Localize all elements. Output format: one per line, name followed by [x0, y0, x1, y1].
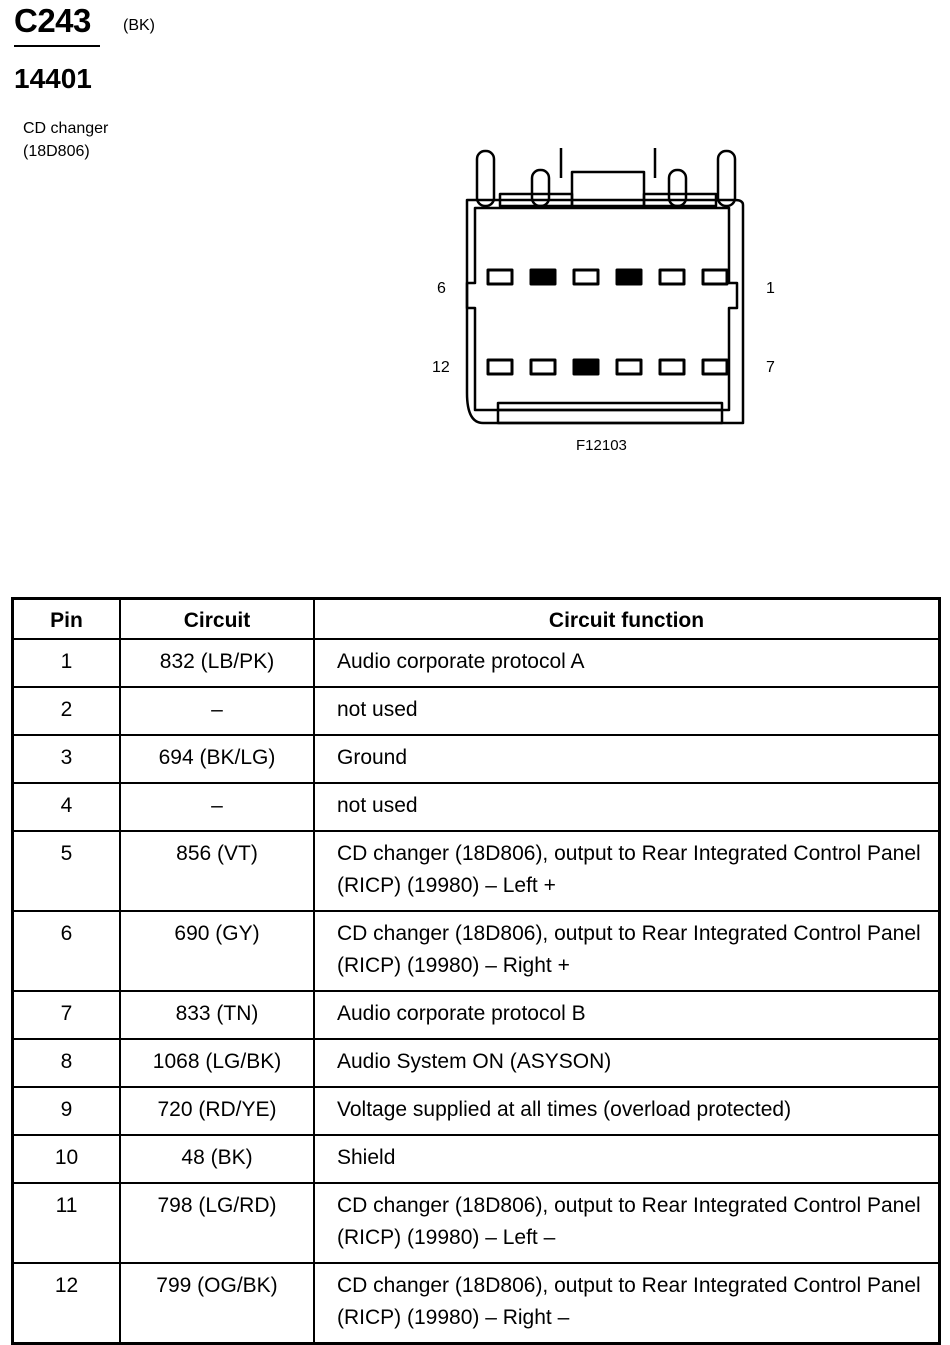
pin-cell: 3 [11, 734, 121, 784]
function-cell: not used [313, 686, 941, 736]
pin-label-1: 1 [766, 280, 775, 297]
pin-label-12: 12 [432, 359, 450, 376]
connector-bottom-rail [496, 401, 724, 425]
circuit-cell: 720 (RD/YE) [119, 1086, 315, 1136]
figure-id: F12103 [576, 437, 627, 454]
function-cell: Audio corporate protocol A [313, 638, 941, 688]
connector-face-diagram [465, 148, 745, 425]
function-cell: Ground [313, 734, 941, 784]
component-code: (18D806) [23, 143, 90, 160]
circuit-cell: 856 (VT) [119, 830, 315, 912]
pin-cell: 8 [11, 1038, 121, 1088]
table-row: 4–not used [11, 782, 941, 832]
pin-cavity-3 [615, 268, 643, 286]
connector-id: C243 [14, 2, 91, 39]
pin-cell: 1 [11, 638, 121, 688]
pin-label-7: 7 [766, 359, 775, 376]
circuit-cell: 799 (OG/BK) [119, 1262, 315, 1345]
connector-outline [465, 198, 745, 425]
function-cell: Audio corporate protocol B [313, 990, 941, 1040]
pin-cavity-5 [529, 268, 557, 286]
circuit-cell: 833 (TN) [119, 990, 315, 1040]
circuit-cell: 1068 (LG/BK) [119, 1038, 315, 1088]
circuit-cell: 690 (GY) [119, 910, 315, 992]
circuit-cell: – [119, 782, 315, 832]
pin-cavity-6 [486, 268, 514, 286]
function-cell: CD changer (18D806), output to Rear Inte… [313, 910, 941, 992]
pin-cell: 6 [11, 910, 121, 992]
function-cell: not used [313, 782, 941, 832]
function-cell: Voltage supplied at all times (overload … [313, 1086, 941, 1136]
pin-cell: 11 [11, 1182, 121, 1264]
pin-cell: 5 [11, 830, 121, 912]
pin-cavity-9 [615, 358, 643, 376]
table-row: 2–not used [11, 686, 941, 736]
pin-cavity-10 [572, 358, 600, 376]
pin-cell: 2 [11, 686, 121, 736]
latch-post-left [475, 149, 496, 208]
latch-post-right [716, 149, 737, 208]
function-cell: Audio System ON (ASYSON) [313, 1038, 941, 1088]
pin-cell: 12 [11, 1262, 121, 1345]
header-pin: Pin [11, 597, 121, 640]
pin-cavity-12 [486, 358, 514, 376]
pin-cavity-8 [658, 358, 686, 376]
circuit-cell: 694 (BK/LG) [119, 734, 315, 784]
pin-cell: 10 [11, 1134, 121, 1184]
header-circuit: Circuit [119, 597, 315, 640]
pin-cavity-2 [658, 268, 686, 286]
pin-label-6: 6 [437, 280, 446, 297]
header-function: Circuit function [313, 597, 941, 640]
function-cell: Shield [313, 1134, 941, 1184]
circuit-cell: 798 (LG/RD) [119, 1182, 315, 1264]
table-header-row: Pin Circuit Circuit function [11, 597, 941, 640]
connector-id-underline [14, 45, 100, 47]
part-number: 14401 [14, 63, 92, 94]
pin-cavity-11 [529, 358, 557, 376]
function-cell: CD changer (18D806), output to Rear Inte… [313, 830, 941, 912]
connector-inner-outline [465, 206, 739, 412]
center-latch [559, 148, 657, 178]
connector-color: (BK) [123, 17, 155, 34]
circuit-cell: 832 (LB/PK) [119, 638, 315, 688]
pin-cell: 9 [11, 1086, 121, 1136]
component-name: CD changer [23, 120, 109, 137]
circuit-cell: 48 (BK) [119, 1134, 315, 1184]
function-cell: CD changer (18D806), output to Rear Inte… [313, 1262, 941, 1345]
pin-cell: 7 [11, 990, 121, 1040]
pin-cavities [486, 268, 729, 376]
function-cell: CD changer (18D806), output to Rear Inte… [313, 1182, 941, 1264]
pin-cavity-4 [572, 268, 600, 286]
pin-cavity-1 [701, 268, 729, 286]
circuit-cell: – [119, 686, 315, 736]
pin-cavity-7 [701, 358, 729, 376]
pin-cell: 4 [11, 782, 121, 832]
